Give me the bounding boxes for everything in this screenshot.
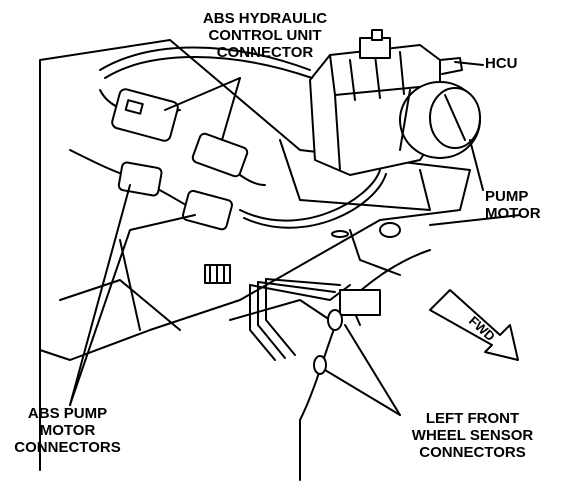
- small-clip: [204, 264, 231, 284]
- fwd-arrow: [429, 289, 519, 361]
- pump-motor: [399, 81, 481, 159]
- wheel-sensor-wire: [299, 249, 431, 481]
- label-left-front-wheel-sensor-connectors: LEFT FRONT WHEEL SENSOR CONNECTORS: [411, 410, 534, 461]
- pump-motor-connector-b: [181, 189, 233, 231]
- label-hcu: HCU: [485, 55, 518, 72]
- hcu-connector-lower: [191, 132, 249, 178]
- label-abs-hcu-connector: ABS HYDRAULIC CONTROL UNIT CONNECTOR: [202, 10, 328, 61]
- frame-panel: [39, 39, 521, 471]
- label-pump-motor: PUMP MOTOR: [485, 188, 541, 222]
- label-abs-pump-motor-connectors: ABS PUMP MOTOR CONNECTORS: [14, 405, 121, 456]
- leader-lines: [69, 61, 484, 416]
- bracket: [279, 139, 431, 238]
- hcu-connector-upper: [111, 88, 179, 142]
- pump-motor-connector-a: [117, 161, 163, 197]
